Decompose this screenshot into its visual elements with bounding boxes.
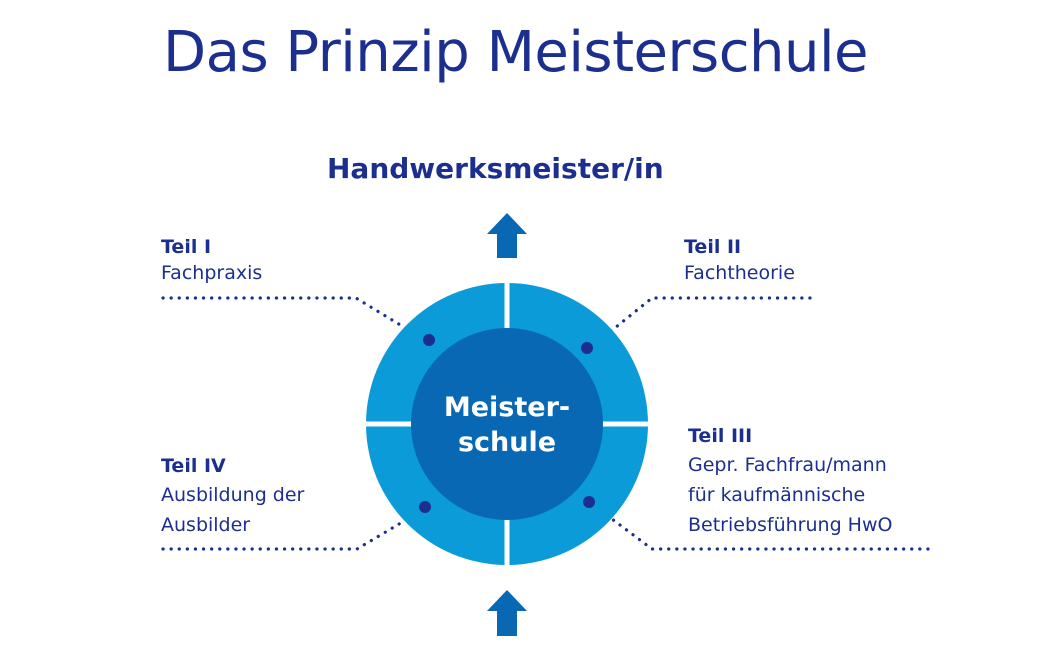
part-description-line: Fachtheorie — [684, 262, 795, 284]
part-teil2: Teil II Fachtheorie — [684, 234, 795, 286]
page-title: Das Prinzip Meisterschule — [163, 20, 868, 85]
part-description-line: für kaufmännische — [688, 484, 866, 506]
part-description-line: Betriebsführung HwO — [688, 514, 893, 536]
part-description-line: Gepr. Fachfrau/mann — [688, 454, 887, 476]
part-teil1: Teil I Fachpraxis — [161, 234, 262, 286]
connector-teil3 — [590, 502, 930, 551]
part-description-line: Ausbildung der — [161, 484, 305, 506]
part-description: Ausbildung der Ausbilder — [161, 480, 304, 540]
dot-teil3 — [583, 496, 595, 508]
part-description-line: Fachpraxis — [161, 262, 263, 284]
part-number: Teil I — [161, 236, 212, 258]
part-number: Teil IV — [161, 455, 226, 477]
up-arrow-top-icon — [487, 213, 527, 258]
connector-teil2 — [588, 296, 812, 350]
part-number: Teil III — [688, 425, 753, 447]
part-description: Fachpraxis — [161, 260, 262, 286]
part-description-line: Ausbilder — [161, 514, 251, 536]
up-arrow-bottom-icon — [487, 590, 527, 636]
part-teil4: Teil IV Ausbildung der Ausbilder — [161, 452, 304, 540]
part-description: Fachtheorie — [684, 260, 795, 286]
goal-label: Handwerksmeister/in — [327, 152, 664, 185]
part-description: Gepr. Fachfrau/mann für kaufmännische Be… — [688, 450, 892, 540]
part-number: Teil II — [684, 236, 742, 258]
center-label-line1: Meister- — [444, 392, 570, 423]
center-label-line2: schule — [458, 427, 556, 458]
part-teil3: Teil III Gepr. Fachfrau/mann für kaufmän… — [688, 422, 892, 540]
dot-teil2 — [581, 342, 593, 354]
dot-teil1 — [423, 334, 435, 346]
inner-circle — [411, 328, 603, 520]
dot-teil4 — [419, 501, 431, 513]
connector-teil4 — [161, 506, 428, 551]
connector-teil1 — [161, 296, 427, 342]
